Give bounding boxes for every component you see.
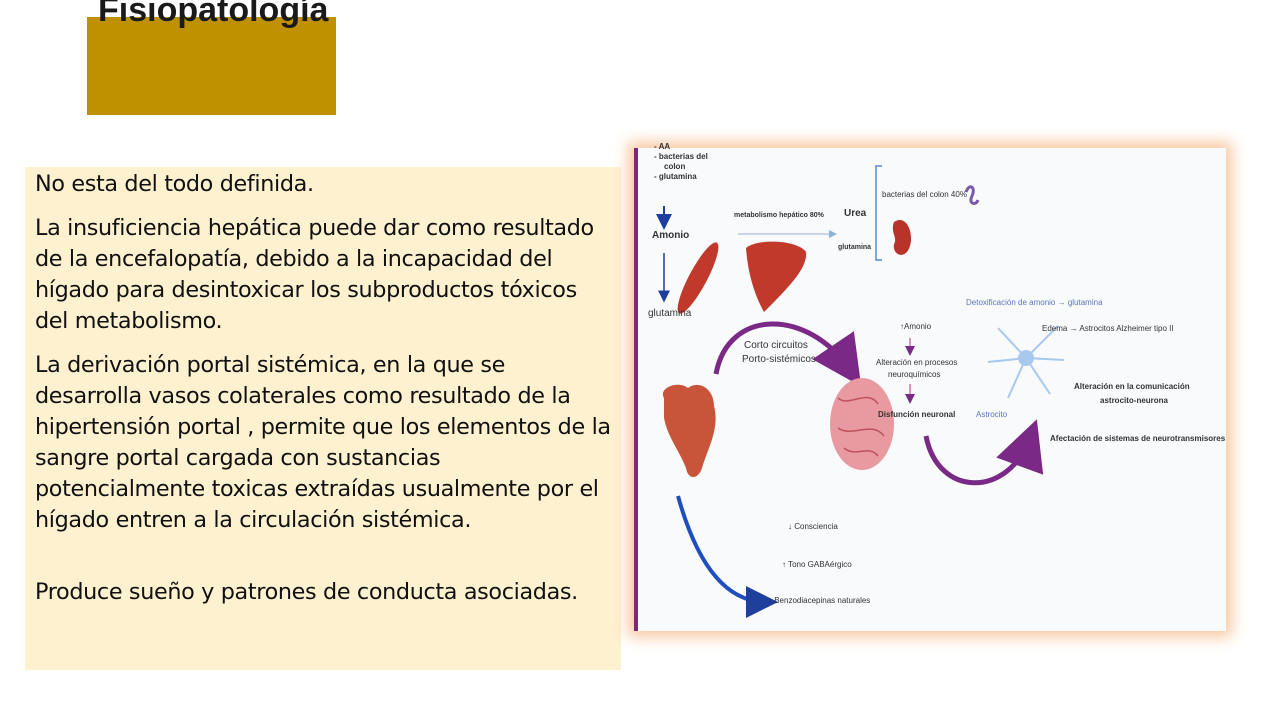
paragraph-4: Produce sueño y patrones de conducta aso… (35, 579, 578, 605)
glutamina-right-label: glutamina (838, 244, 872, 251)
benzo-label: ↑ Benzodiacepinas naturales (768, 596, 871, 605)
brain-icon (830, 378, 894, 470)
shunt-arrow (713, 321, 862, 387)
liver-icon (746, 241, 807, 312)
slide-title: Fisiopatología (98, 0, 329, 29)
pathophysiology-diagram: - AA - bacterias del colon - glutamina A… (634, 142, 1226, 631)
comunicacion-label-1: Alteración en la comunicación (1074, 382, 1190, 391)
afectacion-label: Afectación de sistemas de neurotransmiso… (1050, 434, 1226, 443)
astrocito-label: Astrocito (976, 410, 1008, 419)
tono-label: ↑ Tono GABAérgico (782, 560, 852, 569)
paragraph-3: La derivación portal sistémica, en la qu… (35, 352, 611, 533)
intestine-icon (662, 384, 716, 477)
metabolismo-label: metabolismo hepático 80% (734, 212, 824, 219)
paragraph-2: La insuficiencia hepática puede dar como… (35, 215, 594, 334)
disfuncion-label: Disfunción neuronal (878, 410, 956, 419)
diagram-graphics (656, 165, 1065, 618)
glutamina-left-label: glutamina (648, 308, 692, 319)
porto-label: Porto-sistémicos (742, 354, 816, 365)
urea-label: Urea (844, 208, 867, 219)
amonio-label: Amonio (652, 230, 690, 241)
edema-label: Edema → Astrocitos Alzheimer tipo II (1042, 324, 1174, 333)
detox-label: Detoxificación de amonio → glutamina (966, 298, 1103, 307)
title-box (87, 17, 336, 115)
amonio-up-label: ↑Amonio (900, 322, 932, 331)
corto-label: Corto circuitos (744, 340, 808, 351)
neuro-arrow (923, 419, 1044, 486)
muscle-icon (677, 242, 719, 314)
systemic-arrow (676, 495, 778, 618)
alteracion-procesos-label: Alteración en procesos (876, 358, 958, 367)
bacterias-colon-label: bacterias del colon 40% (882, 190, 967, 199)
paragraph-1: No esta del todo definida. (35, 171, 314, 197)
bracket (875, 165, 882, 261)
consciencia-label: ↓ Consciencia (788, 522, 838, 531)
bacteria-icon (964, 185, 980, 205)
comunicacion-label-2: astrocito-neurona (1100, 396, 1169, 405)
kidney-icon (892, 220, 912, 255)
neuroquimicos-label: neuroquímicos (888, 370, 941, 379)
sources-label: - AA - bacterias del colon - glutamina (654, 142, 708, 181)
text-panel: No esta del todo definida. La insuficien… (25, 167, 621, 670)
